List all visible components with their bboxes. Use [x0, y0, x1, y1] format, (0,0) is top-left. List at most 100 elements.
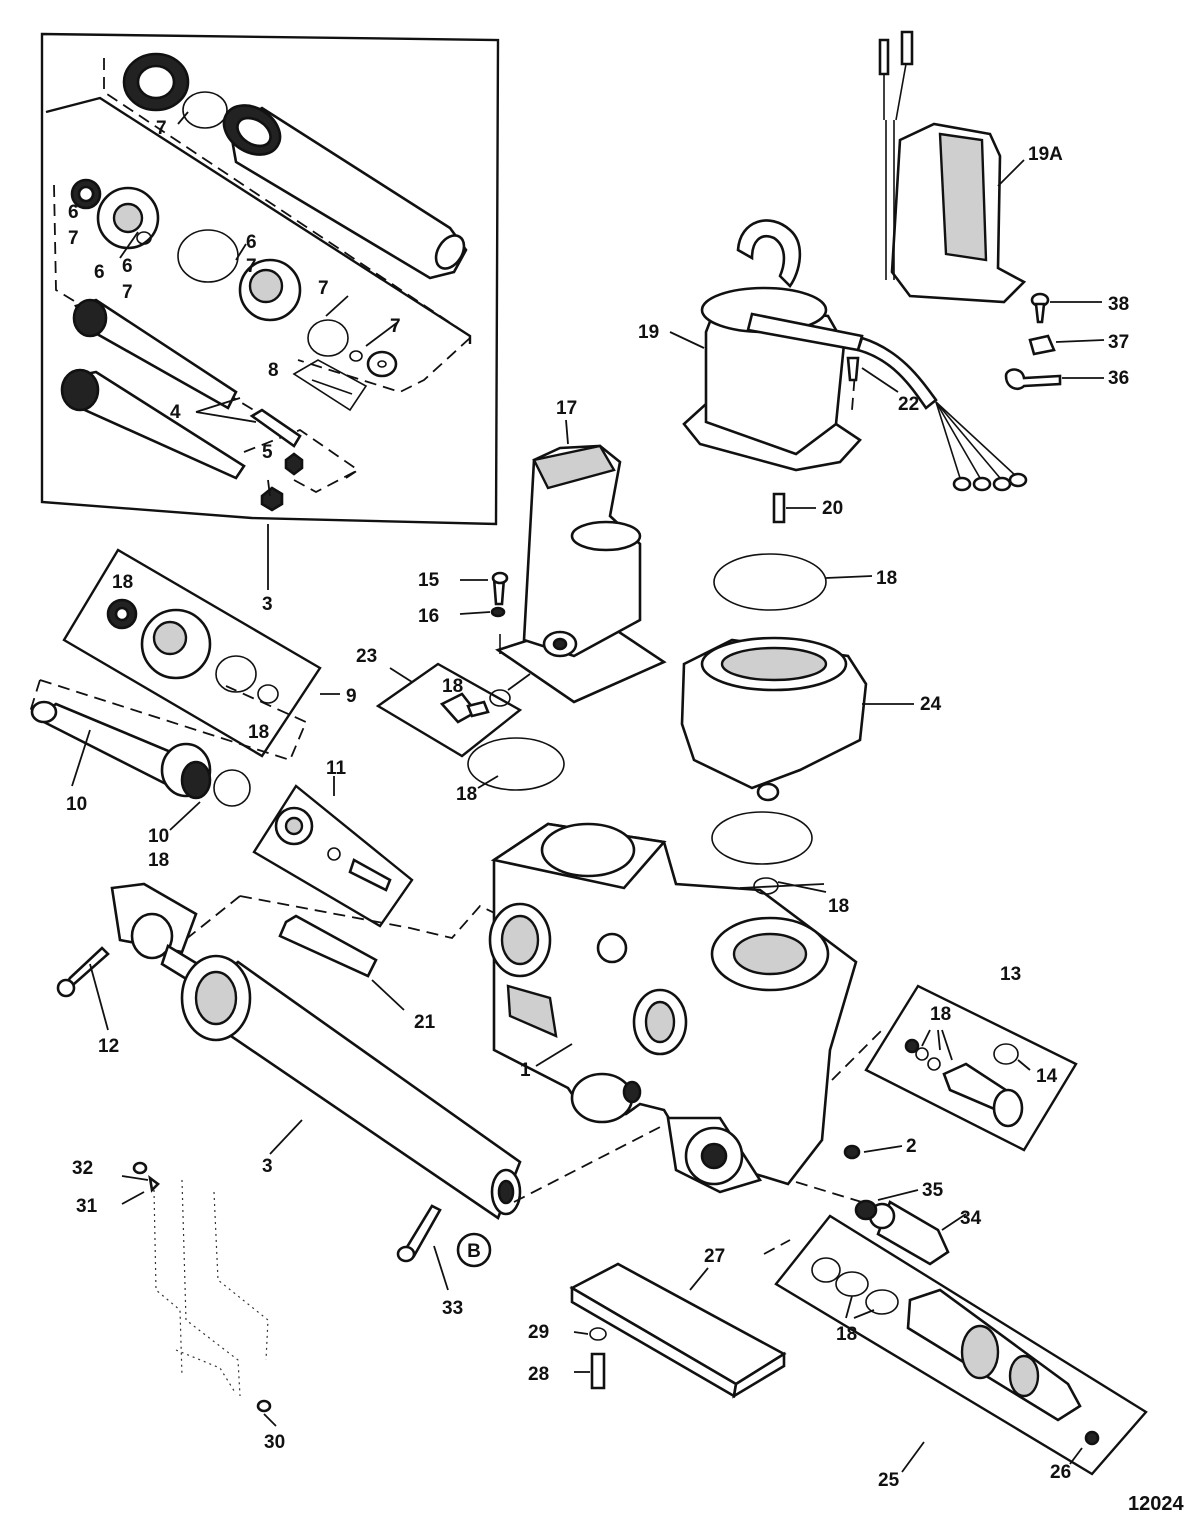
reservoir-17 — [495, 419, 667, 704]
label-19a: 19A — [1028, 144, 1063, 165]
label-21: 21 — [414, 1012, 436, 1033]
label-11: 11 — [326, 758, 347, 779]
kit-9-card — [62, 548, 340, 758]
screw-28 — [574, 1352, 606, 1390]
piston-rod-upper — [72, 298, 238, 410]
label-18-kit23: 18 — [442, 676, 463, 697]
label-32: 32 — [72, 1158, 93, 1179]
label-18-kit13: 18 — [930, 1004, 951, 1025]
label-7-c: 7 — [246, 256, 257, 277]
label-24: 24 — [920, 694, 942, 715]
screw-38 — [1030, 292, 1102, 324]
figure-number: 12024 — [1128, 1493, 1184, 1515]
label-19: 19 — [638, 322, 659, 343]
label-9: 9 — [346, 686, 357, 707]
label-18-oring-lower: 18 — [456, 784, 477, 805]
mounting-bracket-phantom — [121, 1161, 277, 1427]
washer-29 — [589, 1327, 607, 1341]
label-16: 16 — [418, 606, 439, 627]
motor-wire-harness — [856, 336, 1028, 492]
label-7-b: 7 — [122, 282, 133, 303]
label-36: 36 — [1108, 368, 1129, 389]
pin-33 — [396, 1204, 449, 1291]
label-27: 27 — [704, 1246, 725, 1267]
end-cap — [122, 52, 190, 112]
label-14: 14 — [1036, 1066, 1058, 1087]
screw-22 — [846, 356, 899, 393]
o-ring-small — [136, 231, 152, 245]
clamp-36 — [1004, 368, 1104, 390]
piston-head — [96, 186, 160, 250]
kit-8-card — [292, 359, 368, 412]
label-31: 31 — [76, 1196, 98, 1217]
screw-15 — [460, 571, 509, 606]
callout-b-label: B — [467, 1241, 481, 1262]
label-15: 15 — [418, 570, 440, 591]
label-7-a: 7 — [68, 228, 79, 249]
label-18-kit25: 18 — [836, 1324, 857, 1345]
piston-rod-lower — [60, 368, 246, 480]
washer-16 — [490, 606, 506, 618]
pin-20 — [772, 492, 816, 524]
label-22: 22 — [898, 394, 919, 415]
label-25: 25 — [878, 1470, 900, 1491]
label-18-kit9: 18 — [248, 722, 269, 743]
piston-rod-10 — [30, 700, 251, 831]
kit-13-card — [864, 984, 1078, 1152]
pin-21 — [278, 914, 405, 1011]
label-5: 5 — [262, 442, 273, 463]
label-28: 28 — [528, 1364, 549, 1385]
kit-3-inset — [40, 32, 500, 526]
o-ring-7-top — [182, 91, 228, 129]
o-ring-18-housing — [711, 811, 813, 865]
label-12: 12 — [98, 1036, 119, 1057]
label-18-oring-upper: 18 — [876, 568, 897, 589]
label-17: 17 — [556, 398, 577, 419]
kit-11-card — [252, 776, 414, 928]
label-4: 4 — [170, 402, 181, 423]
callout-b: B — [456, 1232, 492, 1268]
label-13: 13 — [1000, 964, 1021, 985]
piston-valve — [238, 258, 302, 322]
part-labels: 1 2 3 3 4 5 6 7 6 6 7 6 7 7 7 7 8 9 10 1… — [66, 118, 1129, 1491]
label-10-b: 10 — [148, 826, 169, 847]
label-26: 26 — [1050, 1462, 1071, 1483]
kit-25-card — [774, 1214, 1148, 1476]
pump-housing-1 — [488, 822, 858, 1194]
label-18-kit10: 18 — [148, 850, 169, 871]
label-20: 20 — [822, 498, 843, 519]
label-38: 38 — [1108, 294, 1129, 315]
label-6-b: 6 — [94, 262, 105, 283]
nut-5 — [260, 486, 284, 512]
trim-cylinder-3 — [110, 882, 522, 1220]
label-3-cylinder: 3 — [262, 1156, 273, 1177]
label-33: 33 — [442, 1298, 463, 1319]
label-3-kit: 3 — [262, 594, 273, 615]
motor-19a — [878, 30, 1027, 304]
label-35: 35 — [922, 1180, 944, 1201]
label-34: 34 — [960, 1208, 982, 1229]
kit-23-card — [375, 662, 531, 758]
label-18-housing: 18 — [828, 896, 849, 917]
o-ring-18-lower — [467, 737, 565, 791]
label-6-c: 6 — [122, 256, 133, 277]
plate-27 — [569, 1262, 787, 1399]
o-ring-18-upper — [713, 553, 827, 611]
label-1: 1 — [520, 1060, 531, 1081]
label-7-d: 7 — [318, 278, 329, 299]
label-29: 29 — [528, 1322, 549, 1343]
label-37: 37 — [1108, 332, 1129, 353]
bolt-4 — [249, 408, 302, 448]
washer-35 — [854, 1199, 878, 1221]
washer — [366, 350, 398, 378]
o-ring-large — [177, 229, 239, 283]
bolt-34 — [868, 1200, 967, 1266]
label-7-e: 7 — [390, 316, 401, 337]
plug-2 — [843, 1144, 861, 1160]
label-6-d: 6 — [246, 232, 257, 253]
label-30: 30 — [264, 1432, 285, 1453]
pin-12 — [56, 946, 110, 1031]
o-ring-7-mid — [307, 319, 349, 357]
label-6-a: 6 — [68, 202, 79, 223]
